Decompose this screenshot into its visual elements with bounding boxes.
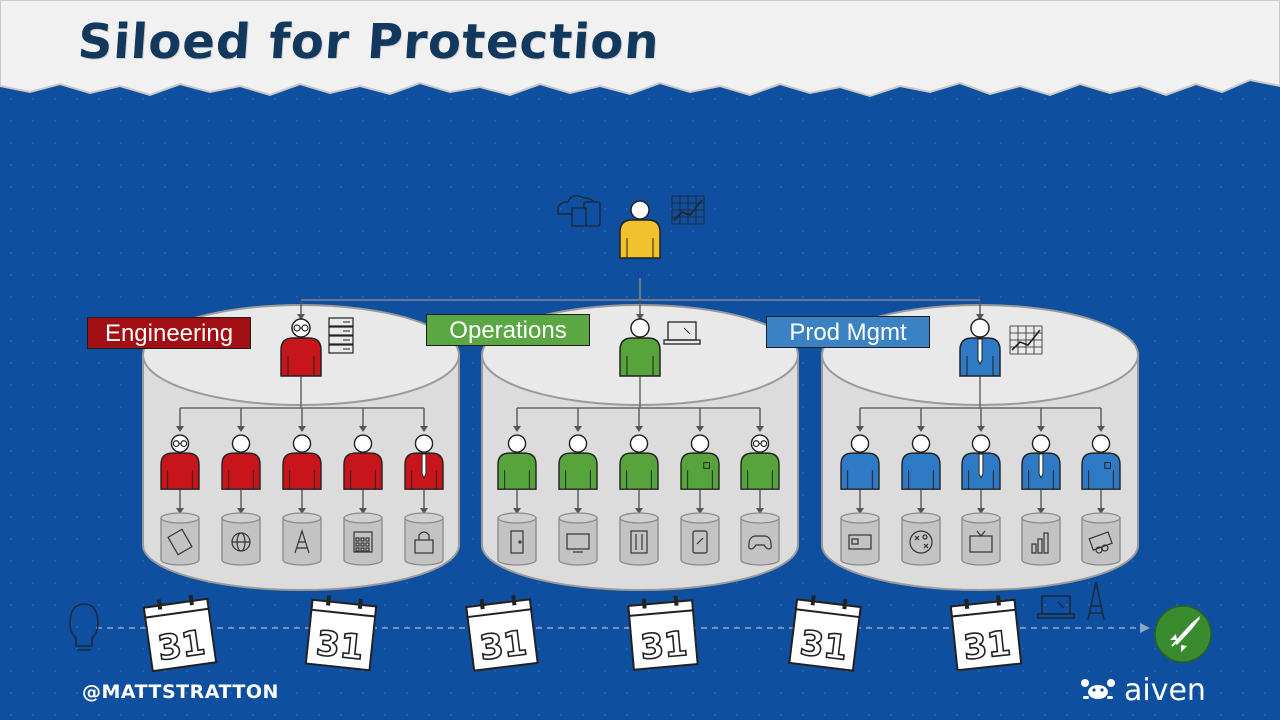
operations-system-2: [558, 512, 598, 566]
operations-lead: [619, 318, 661, 377]
executive-person: [619, 200, 661, 259]
engineering-member-3: [282, 434, 322, 490]
server-icon: [630, 530, 648, 554]
cloud-devices-icon: [556, 195, 601, 227]
engineering-system-2: [221, 512, 261, 566]
engineering-lead: [280, 318, 322, 377]
operations-member-1: [497, 434, 537, 490]
prodmgmt-label: Prod Mgmt: [766, 316, 930, 348]
engineering-member-2: [221, 434, 261, 490]
prodmgmt-member-5: [1081, 434, 1121, 490]
calendar-icon-6: 31: [949, 595, 1023, 672]
twitter-handle: @MATTSTRATTON: [82, 681, 279, 703]
radio-tower-icon: [294, 529, 310, 554]
prodmgmt-system-2: [901, 512, 941, 566]
calendar-icon-5: 31: [788, 595, 862, 672]
tablet-icon: [167, 528, 193, 556]
crab-icon: [1081, 679, 1115, 699]
engineering-member-4: [343, 434, 383, 490]
connector-lines: [176, 278, 1105, 514]
strategy-icon: [909, 530, 933, 554]
calendar-icon-1: 31: [142, 594, 218, 673]
prodmgmt-member-4: [1021, 434, 1061, 490]
engineering-system-4: [343, 512, 383, 566]
prodmgmt-member-1: [840, 434, 880, 490]
tv-icon: [969, 530, 993, 553]
operations-member-3: [619, 434, 659, 490]
calendar-icon-3: 31: [465, 595, 539, 672]
engineering-system-1: [160, 512, 200, 566]
executive-chart-icon: [671, 195, 705, 225]
operations-system-1: [497, 512, 537, 566]
engineering-member-1: [160, 434, 200, 490]
door-icon: [510, 530, 524, 554]
brand-name: aiven: [1124, 672, 1206, 708]
aiven-logo: aiven: [1080, 672, 1206, 708]
prodmgmt-system-1: [840, 512, 880, 566]
timeline: 31 31 31 31 31 31: [69, 581, 1212, 673]
prodmgmt-member-3: [961, 434, 1001, 490]
torn-paper-header: [0, 0, 1280, 98]
timeline-tower-icon: [1087, 581, 1105, 621]
operations-member-2: [558, 434, 598, 490]
prodmgmt-lead: [959, 318, 1001, 377]
people: [160, 200, 1121, 490]
icons: [160, 195, 1121, 566]
calendar-day: 31: [155, 623, 207, 669]
calendar-icon-2: 31: [304, 595, 378, 672]
phone-icon: [692, 530, 708, 554]
prodmgmt-chart-icon: [1009, 325, 1043, 355]
calculator-icon: [353, 531, 373, 553]
calendar-day: 31: [477, 623, 529, 668]
bar-chart-icon: [1031, 532, 1049, 554]
slide-title: Siloed for Protection: [76, 14, 662, 70]
operations-member-5: [740, 434, 780, 490]
monitor-icon: [566, 533, 590, 553]
calendar-day: 31: [798, 623, 850, 668]
prodmgmt-system-3: [961, 512, 1001, 566]
engineering-member-5: [404, 434, 444, 490]
calendar-icon-4: 31: [627, 595, 699, 671]
operations-system-3: [619, 512, 659, 566]
gamepad-icon: [748, 535, 772, 550]
money-icon: [1088, 531, 1113, 554]
engineering-system-5: [404, 512, 444, 566]
calendar-day: 31: [314, 624, 365, 669]
lightbulb-icon: [69, 603, 99, 651]
engineering-system-3: [282, 512, 322, 566]
timeline-laptop-icon: [1037, 595, 1075, 619]
prodmgmt-member-2: [901, 434, 941, 490]
padlock-icon: [414, 531, 434, 554]
prodmgmt-system-5: [1081, 512, 1121, 566]
operations-system-4: [680, 512, 720, 566]
engineering-label: Engineering: [87, 317, 251, 349]
rocket-launch-icon: [1154, 605, 1212, 663]
operations-laptop-icon: [663, 321, 701, 345]
operations-label: Operations: [426, 314, 590, 346]
globe-icon: [231, 532, 251, 552]
engineering-server-icon: [328, 317, 354, 354]
operations-system-5: [740, 512, 780, 566]
calendar-day: 31: [962, 624, 1013, 669]
operations-member-4: [680, 434, 720, 490]
calendar-day: 31: [639, 624, 690, 668]
credit-card-icon: [848, 534, 872, 550]
